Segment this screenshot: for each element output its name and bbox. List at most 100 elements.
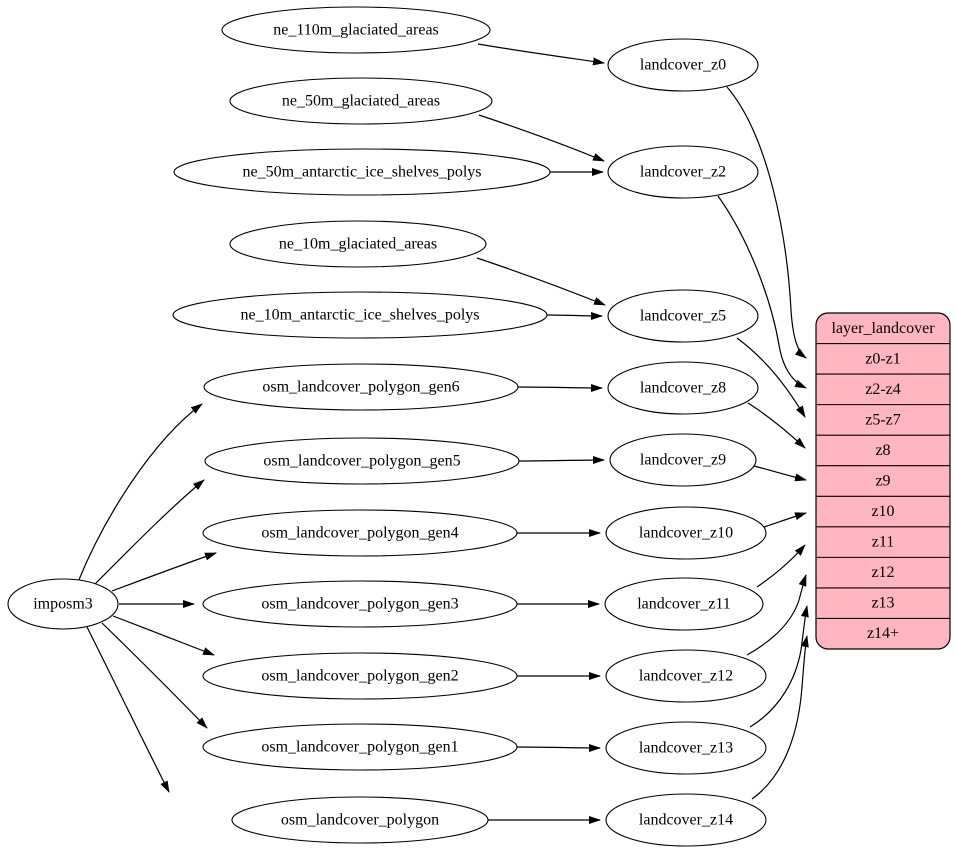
node-label-osm_landcover_polygon_gen1: osm_landcover_polygon_gen1	[261, 739, 458, 756]
node-ne_10m_antarctic_ice_shelves_polys: ne_10m_antarctic_ice_shelves_polys	[172, 291, 548, 339]
node-label-imposm3: imposm3	[33, 596, 93, 613]
record-row-z13: z13	[871, 595, 894, 612]
record-row-z0-z1: z0-z1	[865, 350, 901, 367]
edge-osm_landcover_polygon_gen5--landcover_z9	[518, 456, 605, 465]
nodes-layer: imposm3 ne_110m_glaciated_areas ne_50m_gla…	[7, 6, 767, 847]
edge-imposm3--osm_landcover_polygon	[86, 626, 170, 793]
node-label-landcover_z2: landcover_z2	[640, 164, 726, 181]
node-label-ne_10m_antarctic_ice_shelves_polys: ne_10m_antarctic_ice_shelves_polys	[240, 307, 479, 324]
edge-ne_10m_antarctic_ice_shelves_polys--landcover_z5	[546, 311, 603, 320]
node-ne_10m_glaciated_areas: ne_10m_glaciated_areas	[229, 220, 487, 268]
edge-landcover_z13--layer_landcover-z13	[749, 605, 809, 728]
node-ellipse-osm_landcover_polygon	[231, 796, 489, 844]
node-label-landcover_z8: landcover_z8	[640, 380, 726, 397]
node-label-landcover_z12: landcover_z12	[639, 668, 733, 685]
edge-osm_landcover_polygon_gen6--landcover_z8	[517, 383, 603, 392]
edge-landcover_z11--layer_landcover-z11	[756, 544, 806, 588]
node-osm_landcover_polygon_gen3: osm_landcover_polygon_gen3	[202, 580, 518, 628]
edge-ne_50m_glaciated_areas--landcover_z2	[478, 114, 605, 162]
node-ellipse-landcover_z9	[609, 433, 757, 487]
node-ellipse-landcover_z0	[607, 38, 759, 92]
record-row-z10: z10	[871, 503, 894, 520]
node-osm_landcover_polygon_gen2: osm_landcover_polygon_gen2	[202, 652, 518, 700]
node-landcover_z13: landcover_z13	[605, 721, 767, 775]
node-label-landcover_z9: landcover_z9	[640, 452, 726, 469]
node-label-osm_landcover_polygon: osm_landcover_polygon	[281, 812, 439, 829]
node-osm_landcover_polygon_gen6: osm_landcover_polygon_gen6	[203, 363, 519, 411]
node-ellipse-landcover_z2	[607, 145, 759, 199]
node-ellipse-ne_110m_glaciated_areas	[221, 6, 491, 54]
node-ellipse-ne_50m_glaciated_areas	[229, 77, 493, 125]
node-ellipse-landcover_z5	[607, 289, 759, 343]
node-ellipse-landcover_z14	[605, 793, 767, 847]
node-label-osm_landcover_polygon_gen3: osm_landcover_polygon_gen3	[261, 596, 458, 613]
record-box	[815, 312, 951, 650]
record-row-z8: z8	[875, 442, 890, 459]
node-label-ne_110m_glaciated_areas: ne_110m_glaciated_areas	[273, 22, 439, 39]
node-landcover_z9: landcover_z9	[609, 433, 757, 487]
node-label-ne_50m_antarctic_ice_shelves_polys: ne_50m_antarctic_ice_shelves_polys	[242, 164, 481, 181]
edge-imposm3--osm_landcover_polygon_gen4	[111, 552, 217, 592]
node-label-landcover_z11: landcover_z11	[637, 596, 731, 613]
node-label-landcover_z5: landcover_z5	[640, 308, 726, 325]
node-ellipse-osm_landcover_polygon_gen4	[202, 509, 518, 557]
node-ne_50m_glaciated_areas: ne_50m_glaciated_areas	[229, 77, 493, 125]
edge-ne_10m_glaciated_areas--landcover_z5	[476, 257, 606, 306]
node-label-landcover_z14: landcover_z14	[639, 812, 733, 829]
node-landcover_z8: landcover_z8	[607, 361, 759, 415]
node-ellipse-landcover_z10	[605, 506, 767, 560]
node-ellipse-ne_50m_antarctic_ice_shelves_polys	[173, 148, 551, 196]
node-ne_50m_antarctic_ice_shelves_polys: ne_50m_antarctic_ice_shelves_polys	[173, 148, 551, 196]
node-label-osm_landcover_polygon_gen6: osm_landcover_polygon_gen6	[262, 379, 459, 396]
edge-imposm3--osm_landcover_polygon_gen2	[112, 615, 215, 656]
edge-imposm3--osm_landcover_polygon_gen1	[101, 622, 208, 729]
record-row-z12: z12	[871, 564, 894, 581]
node-ellipse-ne_10m_glaciated_areas	[229, 220, 487, 268]
node-ellipse-osm_landcover_polygon_gen5	[204, 437, 520, 485]
node-label-osm_landcover_polygon_gen4: osm_landcover_polygon_gen4	[261, 525, 458, 542]
node-ellipse-osm_landcover_polygon_gen6	[203, 363, 519, 411]
edge-imposm3--osm_landcover_polygon_gen6	[77, 403, 203, 583]
node-ellipse-osm_landcover_polygon_gen2	[202, 652, 518, 700]
record-row-z5-z7: z5-z7	[865, 411, 901, 428]
node-label-landcover_z10: landcover_z10	[639, 525, 733, 542]
record-row-z9: z9	[875, 473, 890, 490]
node-label-ne_10m_glaciated_areas: ne_10m_glaciated_areas	[279, 236, 437, 253]
edge-ne_110m_glaciated_areas--landcover_z0	[477, 43, 605, 66]
node-landcover_z11: landcover_z11	[604, 577, 764, 631]
edge-landcover_z2--layer_landcover-z2-z4	[717, 195, 807, 389]
node-imposm3: imposm3	[7, 578, 119, 630]
node-label-osm_landcover_polygon_gen5: osm_landcover_polygon_gen5	[263, 453, 460, 470]
node-ellipse-osm_landcover_polygon_gen1	[202, 723, 518, 771]
node-landcover_z12: landcover_z12	[605, 649, 767, 703]
edge-landcover_z14--layer_landcover-z14+	[751, 635, 809, 800]
node-label-ne_50m_glaciated_areas: ne_50m_glaciated_areas	[282, 93, 440, 110]
node-ellipse-landcover_z11	[604, 577, 764, 631]
edge-osm_landcover_polygon_gen1--landcover_z13	[516, 743, 601, 752]
edge-landcover_z9--layer_landcover-z9	[753, 465, 807, 482]
edge-landcover_z10--layer_landcover-z10	[763, 512, 807, 528]
edges-layer	[77, 43, 809, 824]
node-osm_landcover_polygon_gen1: osm_landcover_polygon_gen1	[202, 723, 518, 771]
edge-landcover_z8--layer_landcover-z8	[747, 402, 806, 449]
node-ellipse-imposm3	[7, 578, 119, 630]
edge-landcover_z0--layer_landcover-z0-z1	[726, 86, 807, 359]
node-ellipse-landcover_z12	[605, 649, 767, 703]
node-osm_landcover_polygon_gen4: osm_landcover_polygon_gen4	[202, 509, 518, 557]
node-landcover_z2: landcover_z2	[607, 145, 759, 199]
node-landcover_z14: landcover_z14	[605, 793, 767, 847]
node-ne_110m_glaciated_areas: ne_110m_glaciated_areas	[221, 6, 491, 54]
record-row-z11: z11	[872, 534, 895, 551]
node-label-osm_landcover_polygon_gen2: osm_landcover_polygon_gen2	[261, 668, 458, 685]
node-landcover_z5: landcover_z5	[607, 289, 759, 343]
edge-imposm3--osm_landcover_polygon_gen5	[93, 479, 205, 586]
node-landcover_z10: landcover_z10	[605, 506, 767, 560]
edge-landcover_z12--layer_landcover-z12	[746, 574, 807, 656]
record-title: layer_landcover	[831, 320, 935, 337]
node-landcover_z0: landcover_z0	[607, 38, 759, 92]
node-osm_landcover_polygon: osm_landcover_polygon	[231, 796, 489, 844]
record-row-z2-z4: z2-z4	[865, 381, 901, 398]
record-layer_landcover: layer_landcover z0-z1 z2-z4 z5-z7 z8 z9 z10 z11…	[815, 312, 951, 650]
